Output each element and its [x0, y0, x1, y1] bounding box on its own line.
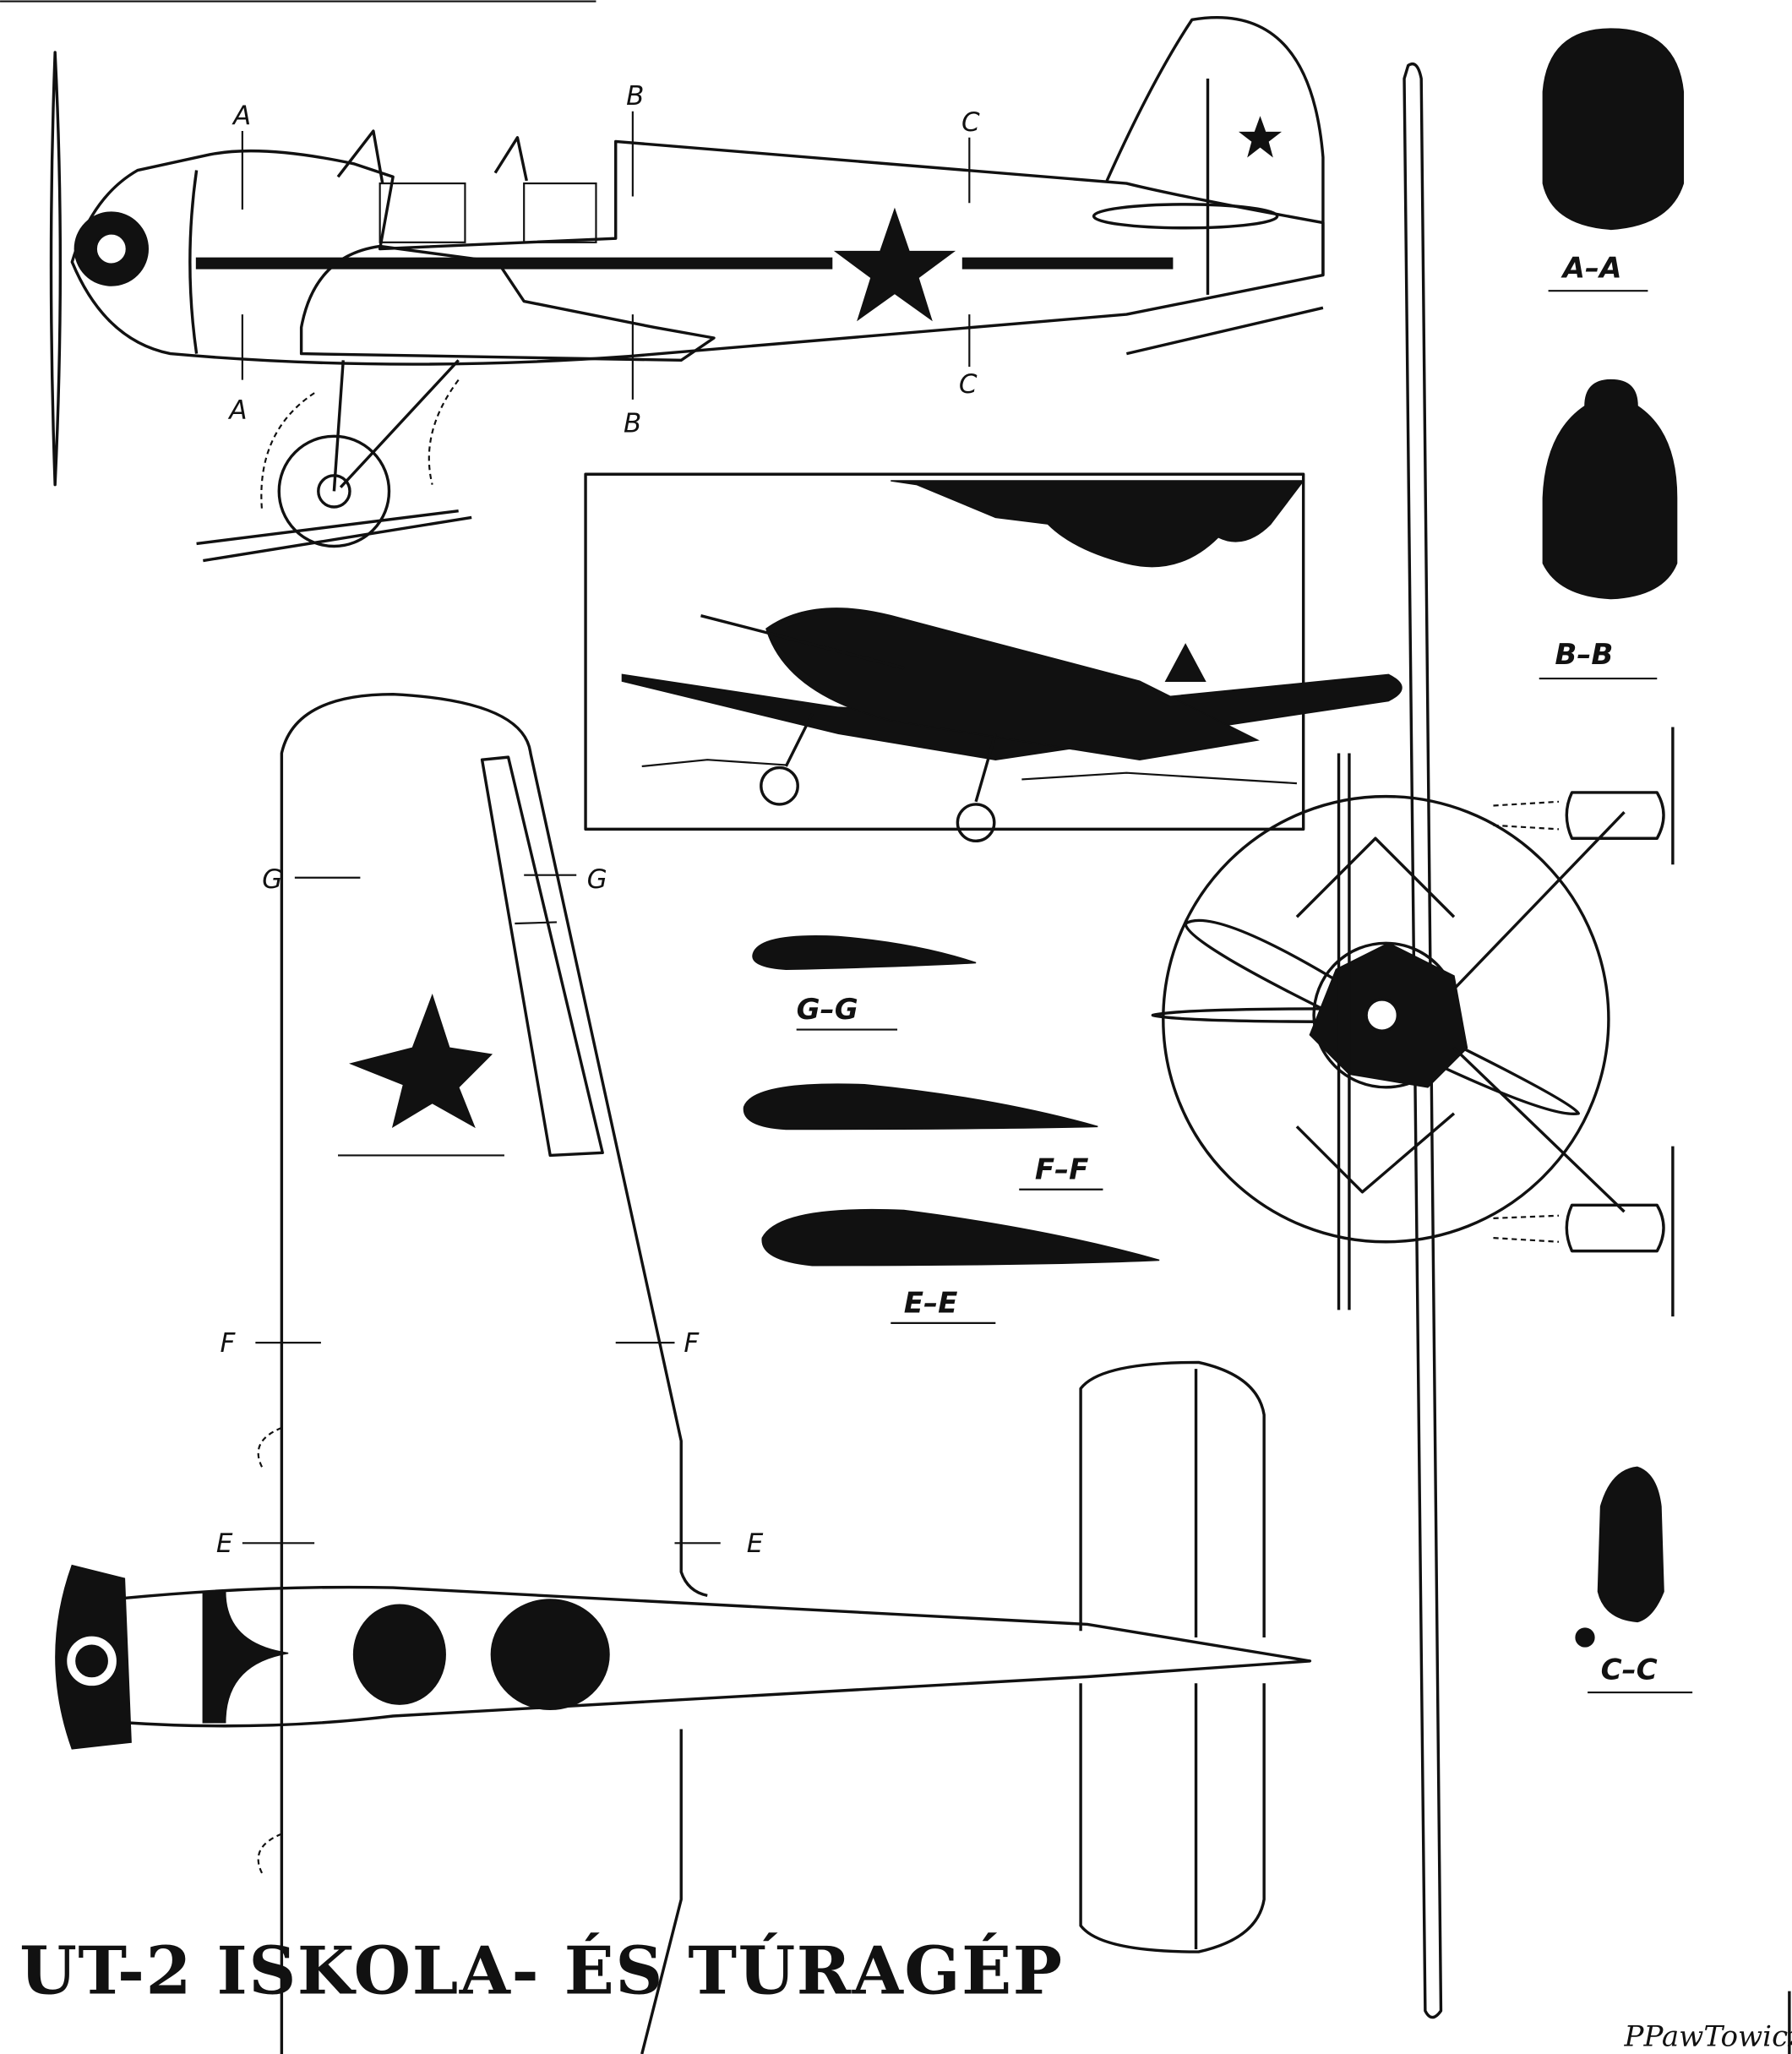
cross-section-a-a — [1542, 28, 1685, 231]
front-wing — [1403, 62, 1443, 2019]
inset-frame — [584, 472, 1305, 831]
airfoil-f-f — [743, 1083, 1098, 1131]
plan-fuselage-band — [202, 1590, 289, 1724]
cross-section-c-c — [1597, 1466, 1664, 1623]
inset-propeller — [700, 614, 905, 670]
section-title-f-f: F–F — [1035, 1152, 1089, 1186]
section-title-a-a: A–A — [1561, 252, 1622, 286]
section-label-b-top: B — [626, 81, 644, 112]
side-wheel — [277, 434, 391, 548]
wheel-hub — [317, 474, 351, 509]
front-view — [1151, 62, 1675, 2019]
ground-line-2 — [203, 515, 472, 563]
front-cockpit — [352, 1604, 446, 1705]
rear-cockpit-panel — [523, 182, 597, 243]
plan-fuselage — [123, 1585, 1312, 1728]
section-label-g-right: G — [587, 864, 607, 895]
front-cabane-strut — [1295, 836, 1456, 1194]
section-label-c-top: C — [961, 107, 980, 138]
front-wheel-lower — [1565, 1203, 1665, 1253]
rear-cockpit — [490, 1599, 610, 1711]
side-wing-root — [299, 244, 716, 362]
inset-right-wheel — [956, 803, 996, 843]
section-label-a-top: A — [231, 101, 251, 131]
section-label-f-left: F — [221, 1328, 237, 1359]
perspective-inset — [584, 472, 1403, 843]
section-title-c-c: C–C — [1601, 1654, 1658, 1687]
fuselage-sections: A–A B–B C–C — [1539, 28, 1693, 1694]
front-propeller-blade — [1184, 918, 1580, 1116]
section-title-b-b: B–B — [1555, 638, 1613, 672]
section-label-e-right: E — [747, 1528, 764, 1559]
plan-view: G G F F E E — [55, 692, 1312, 2054]
side-fuselage — [70, 139, 1325, 366]
section-markers-side — [241, 111, 971, 400]
front-cockpit-panel — [379, 182, 466, 243]
section-title-g-g: G–G — [797, 993, 858, 1027]
wheel-fairing-lower — [1493, 1214, 1560, 1243]
artist-signature: PPawTowicz — [1624, 2020, 1792, 2054]
section-label-b-bottom: B — [624, 409, 641, 439]
side-fin — [1105, 15, 1325, 275]
front-gear-struts — [1452, 811, 1626, 1213]
section-label-f-right: F — [684, 1328, 700, 1359]
wing-star-icon — [349, 993, 493, 1129]
plan-tailplane-lower — [1079, 1683, 1266, 1953]
cross-section-c-c-dot — [1575, 1627, 1595, 1648]
side-propeller — [49, 51, 63, 487]
wheel-fairing-upper — [1493, 800, 1560, 831]
section-label-c-bottom: C — [959, 369, 978, 400]
plan-wing — [280, 692, 708, 2054]
inset-horizon — [641, 759, 1297, 785]
propeller-disc — [1162, 794, 1610, 1244]
side-view: A A B B C C — [49, 15, 1325, 563]
inset-gear-struts — [784, 713, 997, 803]
gear-fairing-outline — [260, 379, 460, 511]
front-wheel-upper — [1565, 791, 1665, 840]
section-markers-plan — [242, 874, 721, 1545]
inset-tail-fin — [1164, 643, 1206, 682]
plan-engine-center — [75, 1644, 108, 1678]
wingtip-skid-outline-1 — [257, 1426, 282, 1874]
airfoil-g-g — [752, 935, 977, 971]
section-label-g-left: G — [262, 864, 282, 895]
inset-left-wheel — [760, 765, 799, 806]
fuselage-stripe-front — [195, 257, 833, 270]
section-label-e-left: E — [216, 1528, 233, 1559]
cross-section-b-b — [1542, 379, 1678, 600]
side-cowling-ring — [188, 170, 199, 354]
plan-tailplane-upper — [1079, 1360, 1266, 1637]
engine-hub — [94, 232, 129, 266]
drawing-title: UT-2 ISKOLA- ÉS TÚRAGÉP — [19, 1933, 1063, 2010]
front-cockpit-windscreen — [336, 129, 384, 184]
fin-star-icon — [1238, 116, 1283, 158]
fuselage-stripe-rear — [961, 257, 1174, 270]
aileron — [480, 755, 604, 1158]
rear-cockpit-windscreen — [493, 136, 528, 182]
side-fuselage-star-icon — [833, 207, 956, 322]
section-title-e-e: E–E — [904, 1286, 958, 1320]
airfoil-sections: G–G F–F E–E — [743, 935, 1160, 1324]
aileron-divider — [515, 921, 557, 925]
airfoil-e-e — [761, 1208, 1160, 1267]
inset-aircraft-fuselage — [765, 607, 1260, 761]
inset-cloud — [891, 480, 1305, 568]
tail-ground-line — [1125, 306, 1324, 356]
landing-gear-strut — [332, 359, 460, 492]
front-spinner — [1364, 998, 1400, 1032]
side-tailplane — [1092, 203, 1279, 230]
section-label-a-bottom: A — [227, 395, 247, 426]
ground-line-1 — [196, 509, 459, 546]
